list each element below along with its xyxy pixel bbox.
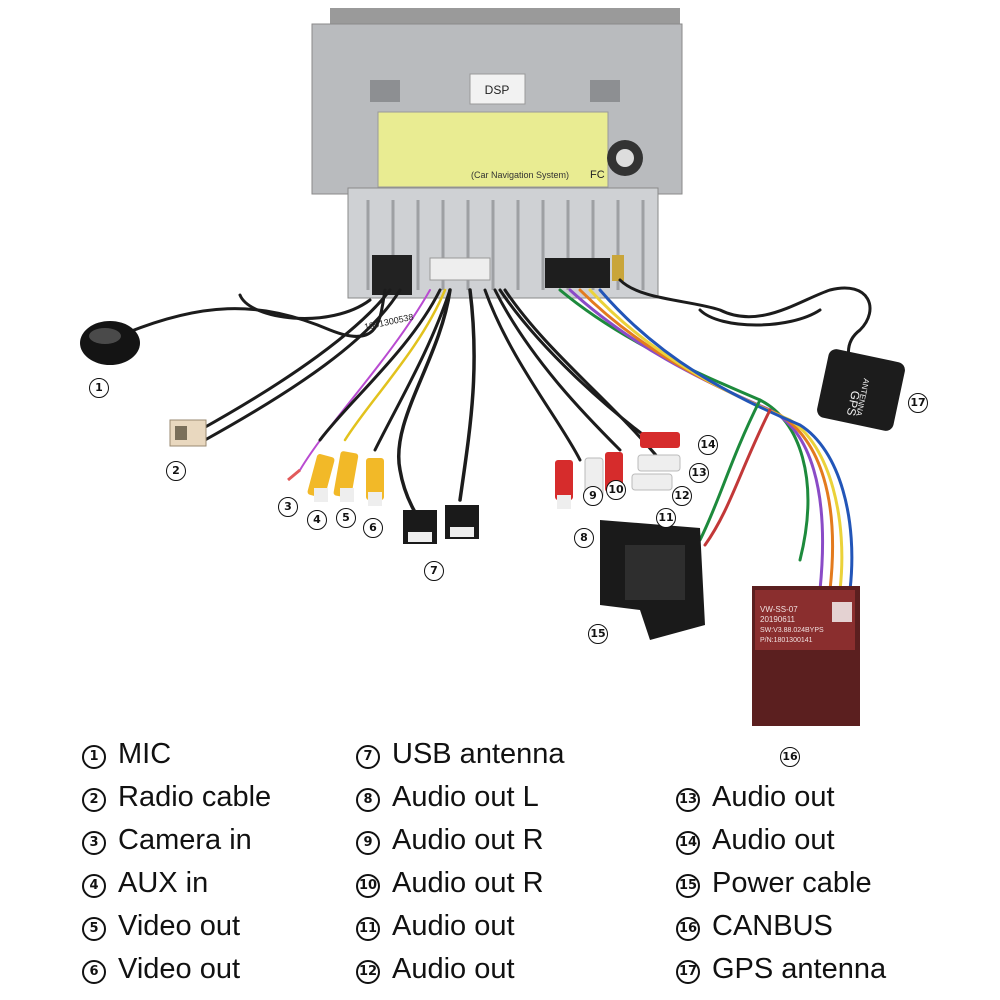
canbus-box: VW-SS-07 20190611 SW:V3.88.024BYPS P/N:1…	[752, 586, 860, 726]
cables	[108, 278, 872, 592]
unit-model-label	[469, 73, 526, 105]
canbus-line-1: VW-SS-07	[760, 605, 798, 614]
marker-8: 8	[574, 528, 594, 548]
unit-gps-jack	[612, 255, 624, 281]
marker-5: 5	[336, 508, 356, 528]
unit-label-sticker	[377, 111, 609, 188]
unit-right-connector	[545, 258, 610, 288]
marker-10: 10	[606, 480, 626, 500]
usb-plugs	[403, 505, 479, 544]
marker-9: 9	[583, 486, 603, 506]
marker-4: 4	[307, 510, 327, 530]
canbus-line-2: 20190611	[760, 615, 796, 624]
mic-component	[80, 321, 140, 365]
marker-12: 12	[672, 486, 692, 506]
camera-rca-plugs	[287, 451, 384, 506]
wiring-illustration: DSP (Car Navigation System) FC	[80, 8, 905, 726]
marker-6: 6	[363, 518, 383, 538]
gps-module-line-1: GPS	[844, 389, 863, 417]
marker-16: 16	[780, 747, 800, 767]
head-unit: DSP (Car Navigation System) FC	[311, 8, 683, 299]
marker-17: 17	[908, 393, 928, 413]
unit-caption-text: (Car Navigation System)	[471, 170, 569, 180]
cable-serial-text: 1801300538	[363, 312, 414, 332]
marker-2: 2	[166, 461, 186, 481]
radio-plug	[169, 419, 207, 447]
power-connector	[600, 520, 705, 640]
unit-middle-connector	[429, 257, 491, 281]
marker-11: 11	[656, 508, 676, 528]
unit-vents	[370, 80, 620, 102]
gps-module: GPS ANTENNA	[817, 349, 905, 431]
marker-3: 3	[278, 497, 298, 517]
canbus-line-3: SW:V3.88.024BYPS	[760, 627, 824, 634]
marker-14: 14	[698, 435, 718, 455]
marker-13: 13	[689, 463, 709, 483]
marker-15: 15	[588, 624, 608, 644]
wiring-diagram: DSP (Car Navigation System) FC	[80, 8, 928, 767]
unit-fc-mark: FC	[590, 169, 605, 181]
marker-7: 7	[424, 561, 444, 581]
unit-model-text: DSP	[485, 83, 510, 97]
marker-1: 1	[89, 378, 109, 398]
unit-left-connector	[372, 255, 412, 295]
canbus-line-4: P/N:1801300141	[760, 637, 813, 644]
